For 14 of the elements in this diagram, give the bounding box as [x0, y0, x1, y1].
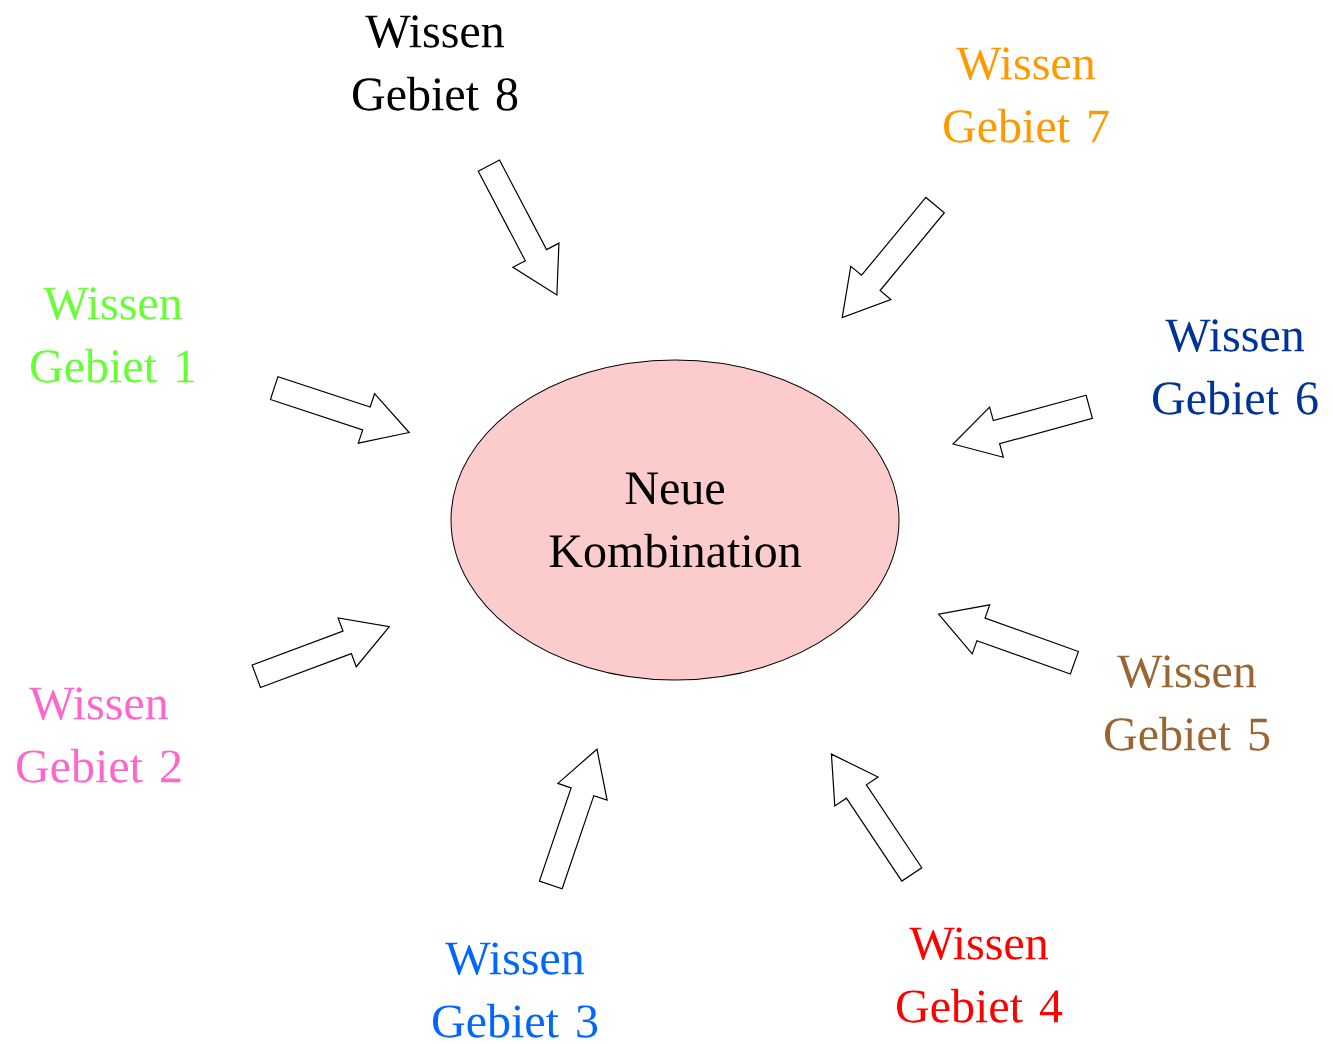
- topic-label: Wissen Gebiet 6: [1153, 319, 1318, 415]
- topic-label: Wissen Gebiet 7: [944, 47, 1109, 143]
- topic-label: Wissen Gebiet 2: [17, 687, 181, 783]
- topic-label: Wissen Gebiet 4: [897, 927, 1063, 1023]
- block-arrow: [538, 748, 608, 890]
- block-arrow: [937, 604, 1080, 675]
- topic-label: Wissen Gebiet 8: [353, 15, 518, 111]
- topic-label: Wissen Gebiet 3: [433, 942, 598, 1038]
- topic-label: Wissen Gebiet 1: [31, 287, 195, 383]
- ellipse-node: Neue Kombination: [450, 359, 900, 681]
- topic-label: Wissen Gebiet 5: [1105, 655, 1270, 751]
- block-arrow: [251, 617, 391, 689]
- block-arrow: [830, 753, 923, 882]
- block-arrow: [477, 159, 560, 297]
